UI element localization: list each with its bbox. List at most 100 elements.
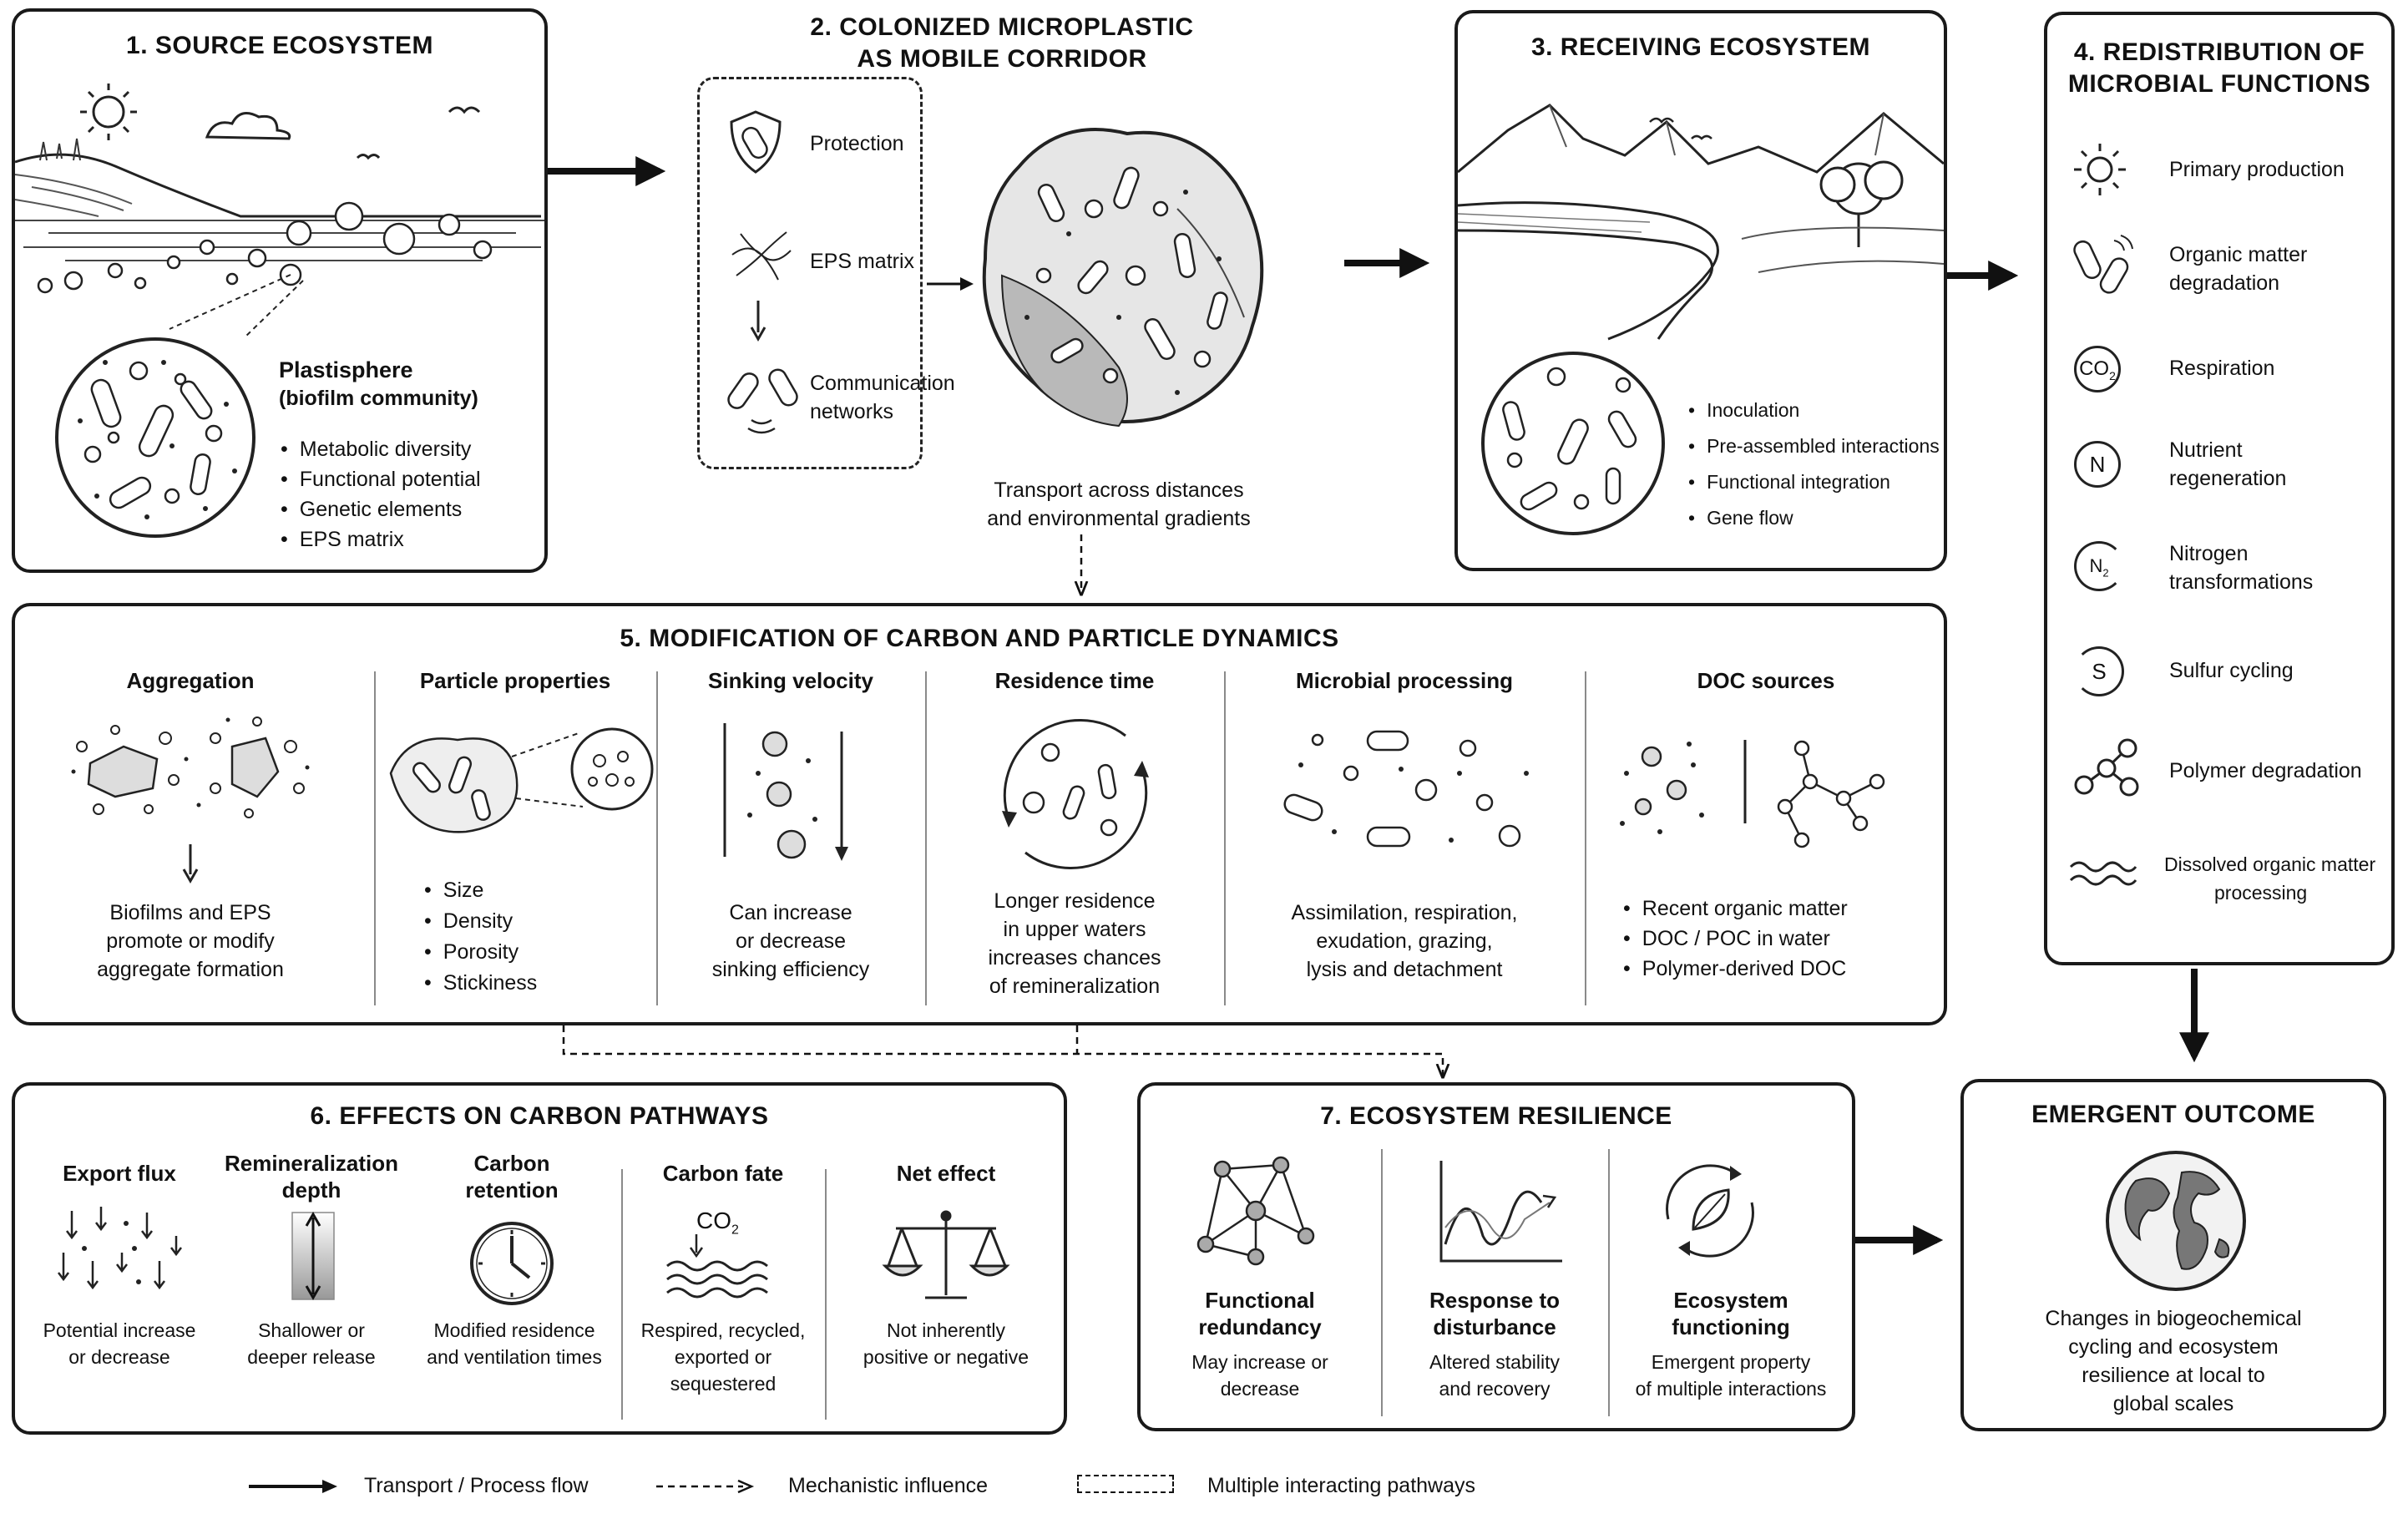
shield-icon [730,110,782,174]
bird-icon [448,106,481,114]
response-to-disturbance-heading: disturbance [1433,1314,1556,1339]
sun-icon [80,84,137,140]
outcome-text: global scales [2112,1392,2234,1415]
function-label: Polymer degradation [2169,759,2362,782]
aggregation-text: aggregate formation [97,958,284,981]
panel-carbon-pathways: 6. EFFECTS ON CARBON PATHWAYS Export flu… [12,1082,1067,1435]
column-heading-remineralization-depth: Remineralization [224,1151,399,1176]
carbon-fate-text: Respired, recycled, [640,1319,806,1341]
feature-eps-matrix: EPS matrix [810,250,915,273]
n2-subscript: 2 [2102,566,2109,580]
doc-sources-icon [1620,740,1885,848]
functional-redundancy-heading: redundancy [1198,1314,1322,1339]
list-item: Metabolic diversity [281,434,481,464]
disturbance-graph-icon [1439,1161,1562,1263]
clock-icon [470,1222,554,1305]
column-heading-export-flux: Export flux [63,1161,176,1186]
function-label: Sulfur cycling [2169,659,2294,682]
carbon-fate-co2-label: CO2 [696,1208,739,1238]
co2-text: CO [2079,357,2110,380]
microplastic-particles [37,201,493,294]
list-item: Functional integration [1688,464,1940,500]
function-label: Primary production [2169,158,2345,181]
co2-subscript: 2 [2109,368,2116,382]
n2-text: N [2089,555,2103,576]
response-to-disturbance-heading: Response to [1429,1288,1561,1313]
legend-solid-arrow [249,1480,337,1493]
export-flux-text: Potential increase [43,1319,196,1341]
list-item: Porosity [424,937,537,968]
function-label: regeneration [2169,467,2287,490]
polymer-icon [2074,738,2139,797]
ecosystem-functioning-text: of multiple interactions [1635,1378,1827,1400]
column-heading-net-effect: Net effect [896,1161,996,1186]
panel-title-line2: AS MOBILE CORRIDOR [857,45,1147,73]
globe-icon [2106,1151,2246,1291]
list-item: Inoculation [1688,392,1940,428]
column-heading-aggregation: Aggregation [126,668,255,693]
arrow-down-icon [750,301,766,342]
legend-dashed-arrow [656,1479,755,1494]
list-item: Pre-assembled interactions [1688,428,1940,464]
panel-source-ecosystem: 1. SOURCE ECOSYSTEM [12,8,548,573]
function-label: Dissolved organic matter [2164,853,2376,875]
river-landscape-illustration [1457,104,1945,341]
residence-time-text: of remineralization [989,975,1161,998]
doc-sources-bullets: Recent organic matter DOC / POC in water… [1623,894,1848,984]
panel-emergent-outcome: EMERGENT OUTCOME Changes in biogeochemic… [1960,1079,2386,1431]
panel-title: 5. MODIFICATION OF CARBON AND PARTICLE D… [620,625,1339,652]
sinking-velocity-icon [723,723,848,861]
function-label: transformations [2169,570,2314,594]
residence-time-text: increases chances [988,946,1161,970]
plastisphere-bullets: Metabolic diversity Functional potential… [281,434,481,554]
column-heading-remineralization-depth: depth [281,1177,341,1203]
balance-scale-icon [882,1210,1010,1299]
sulfur-cycle-icon: S [2074,646,2124,696]
column-heading-residence-time: Residence time [994,668,1155,693]
water-lines [15,220,544,261]
communication-icon [727,368,798,434]
list-item: Density [424,906,537,937]
colonized-microplastic-particle [982,128,1264,428]
receiving-community-circle [1481,352,1665,535]
function-label: Nitrogen [2169,542,2249,565]
column-heading-microbial-processing: Microbial processing [1295,668,1514,693]
carbon-retention-text: Modified residence [433,1319,595,1341]
carbon-retention-text: and ventilation times [427,1346,602,1368]
microbial-processing-icon [1283,730,1529,848]
panel-title: 6. EFFECTS ON CARBON PATHWAYS [310,1102,769,1130]
microbial-processing-text: Assimilation, respiration, [1291,901,1518,924]
panel-carbon-particle-dynamics: 5. MODIFICATION OF CARBON AND PARTICLE D… [12,603,1947,1025]
function-label: Nutrient [2169,438,2243,462]
outcome-text: cycling and ecosystem [2068,1335,2279,1359]
sinking-velocity-text: or decrease [735,929,847,953]
residence-time-text: Longer residence [994,889,1156,913]
carbon-fate-text: sequestered [670,1373,777,1395]
list-item: Stickiness [424,968,538,999]
aggregation-icon [71,716,310,818]
corridor-features-box [697,77,923,469]
aggregation-text: Biofilms and EPS [109,901,271,924]
feature-communication-line2: networks [810,400,894,423]
coastal-landscape-illustration [14,84,544,338]
column-heading-particle-properties: Particle properties [419,668,611,693]
leaf-cycle-icon [1666,1164,1754,1258]
export-flux-arrows-icon [58,1207,182,1290]
plastisphere-subtitle: (biofilm community) [279,387,478,410]
plastisphere-title: Plastisphere [279,357,413,382]
panel-title: EMERGENT OUTCOME [2031,1101,2315,1128]
function-label: Respiration [2169,357,2275,380]
transport-caption-line2: and environmental gradients [987,507,1251,530]
tree-icon [1819,160,1904,247]
net-effect-text: Not inherently [887,1319,1005,1341]
microbial-processing-text: exudation, grazing, [1316,929,1493,953]
nitrogen-text: N [2089,452,2106,477]
sulfur-text: S [2092,659,2107,684]
arrow-to-particle [927,277,974,291]
function-label: degradation [2169,271,2280,295]
export-flux-text: or decrease [68,1346,170,1368]
legend: Transport / Process flow Mechanistic inf… [242,1468,1578,1506]
sinking-velocity-text: Can increase [729,901,852,924]
nitrogen-icon: N [2074,441,2121,488]
column-heading-carbon-retention: Carbon [473,1151,550,1176]
